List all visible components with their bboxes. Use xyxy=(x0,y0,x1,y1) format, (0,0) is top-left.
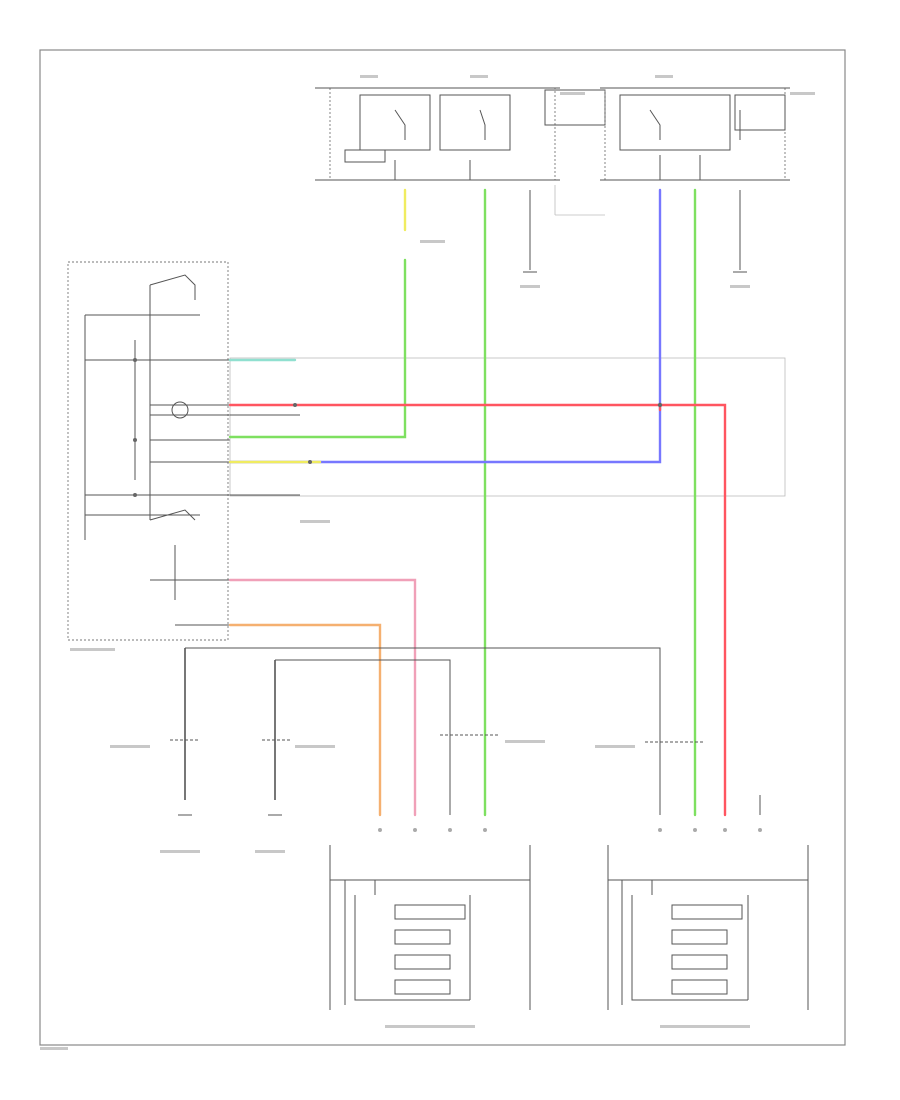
heater-element xyxy=(671,979,728,995)
thermostat xyxy=(671,929,728,945)
fuse-relay-block-right xyxy=(600,87,790,181)
splice-dot-icon xyxy=(308,460,312,464)
connector-pin xyxy=(448,828,452,832)
wire-orange xyxy=(228,623,382,817)
wire-blue xyxy=(228,188,662,464)
relay-box-right xyxy=(604,87,786,181)
splice-dot-icon xyxy=(133,438,137,442)
connector-pin xyxy=(483,828,487,832)
switch-housing xyxy=(67,261,229,641)
connector-pin xyxy=(378,828,382,832)
indicator-lamp-icon xyxy=(171,401,189,419)
relay-switch-icon xyxy=(394,109,406,140)
fuse-element-left xyxy=(344,149,386,163)
heater-element xyxy=(671,954,728,970)
relay-box-left xyxy=(329,87,556,181)
wire-red xyxy=(228,403,727,817)
relay-switch-icon xyxy=(649,109,661,140)
relay-switch-icon xyxy=(479,109,486,140)
diagram-border xyxy=(39,49,846,1046)
splice-dot-icon xyxy=(133,493,137,497)
fuse-relay-block-left xyxy=(315,87,606,181)
relay-switch-icon xyxy=(149,509,196,521)
connector-pin xyxy=(413,828,417,832)
seat-heater-switch xyxy=(67,261,230,641)
connector-pin xyxy=(693,828,697,832)
wire-green-left xyxy=(228,258,407,439)
seat-heater-unit-right xyxy=(607,845,809,1010)
splice-dot-icon xyxy=(657,402,663,408)
connector-pin xyxy=(658,828,662,832)
heater-element xyxy=(671,904,743,920)
harness-bus-outline xyxy=(229,357,786,497)
seat-heater-unit-left xyxy=(329,845,531,1010)
heater-element xyxy=(394,979,451,995)
ground-bus xyxy=(185,647,661,790)
wire-pink xyxy=(228,578,417,817)
connector-pin xyxy=(758,828,762,832)
connector-pin xyxy=(723,828,727,832)
illegible-labels xyxy=(40,75,815,1050)
splice-dot-icon xyxy=(133,358,137,362)
thermostat xyxy=(394,929,451,945)
relay-switch-icon xyxy=(149,274,196,300)
splice-dot-icon xyxy=(293,403,297,407)
heater-element xyxy=(394,904,466,920)
heater-element xyxy=(394,954,451,970)
